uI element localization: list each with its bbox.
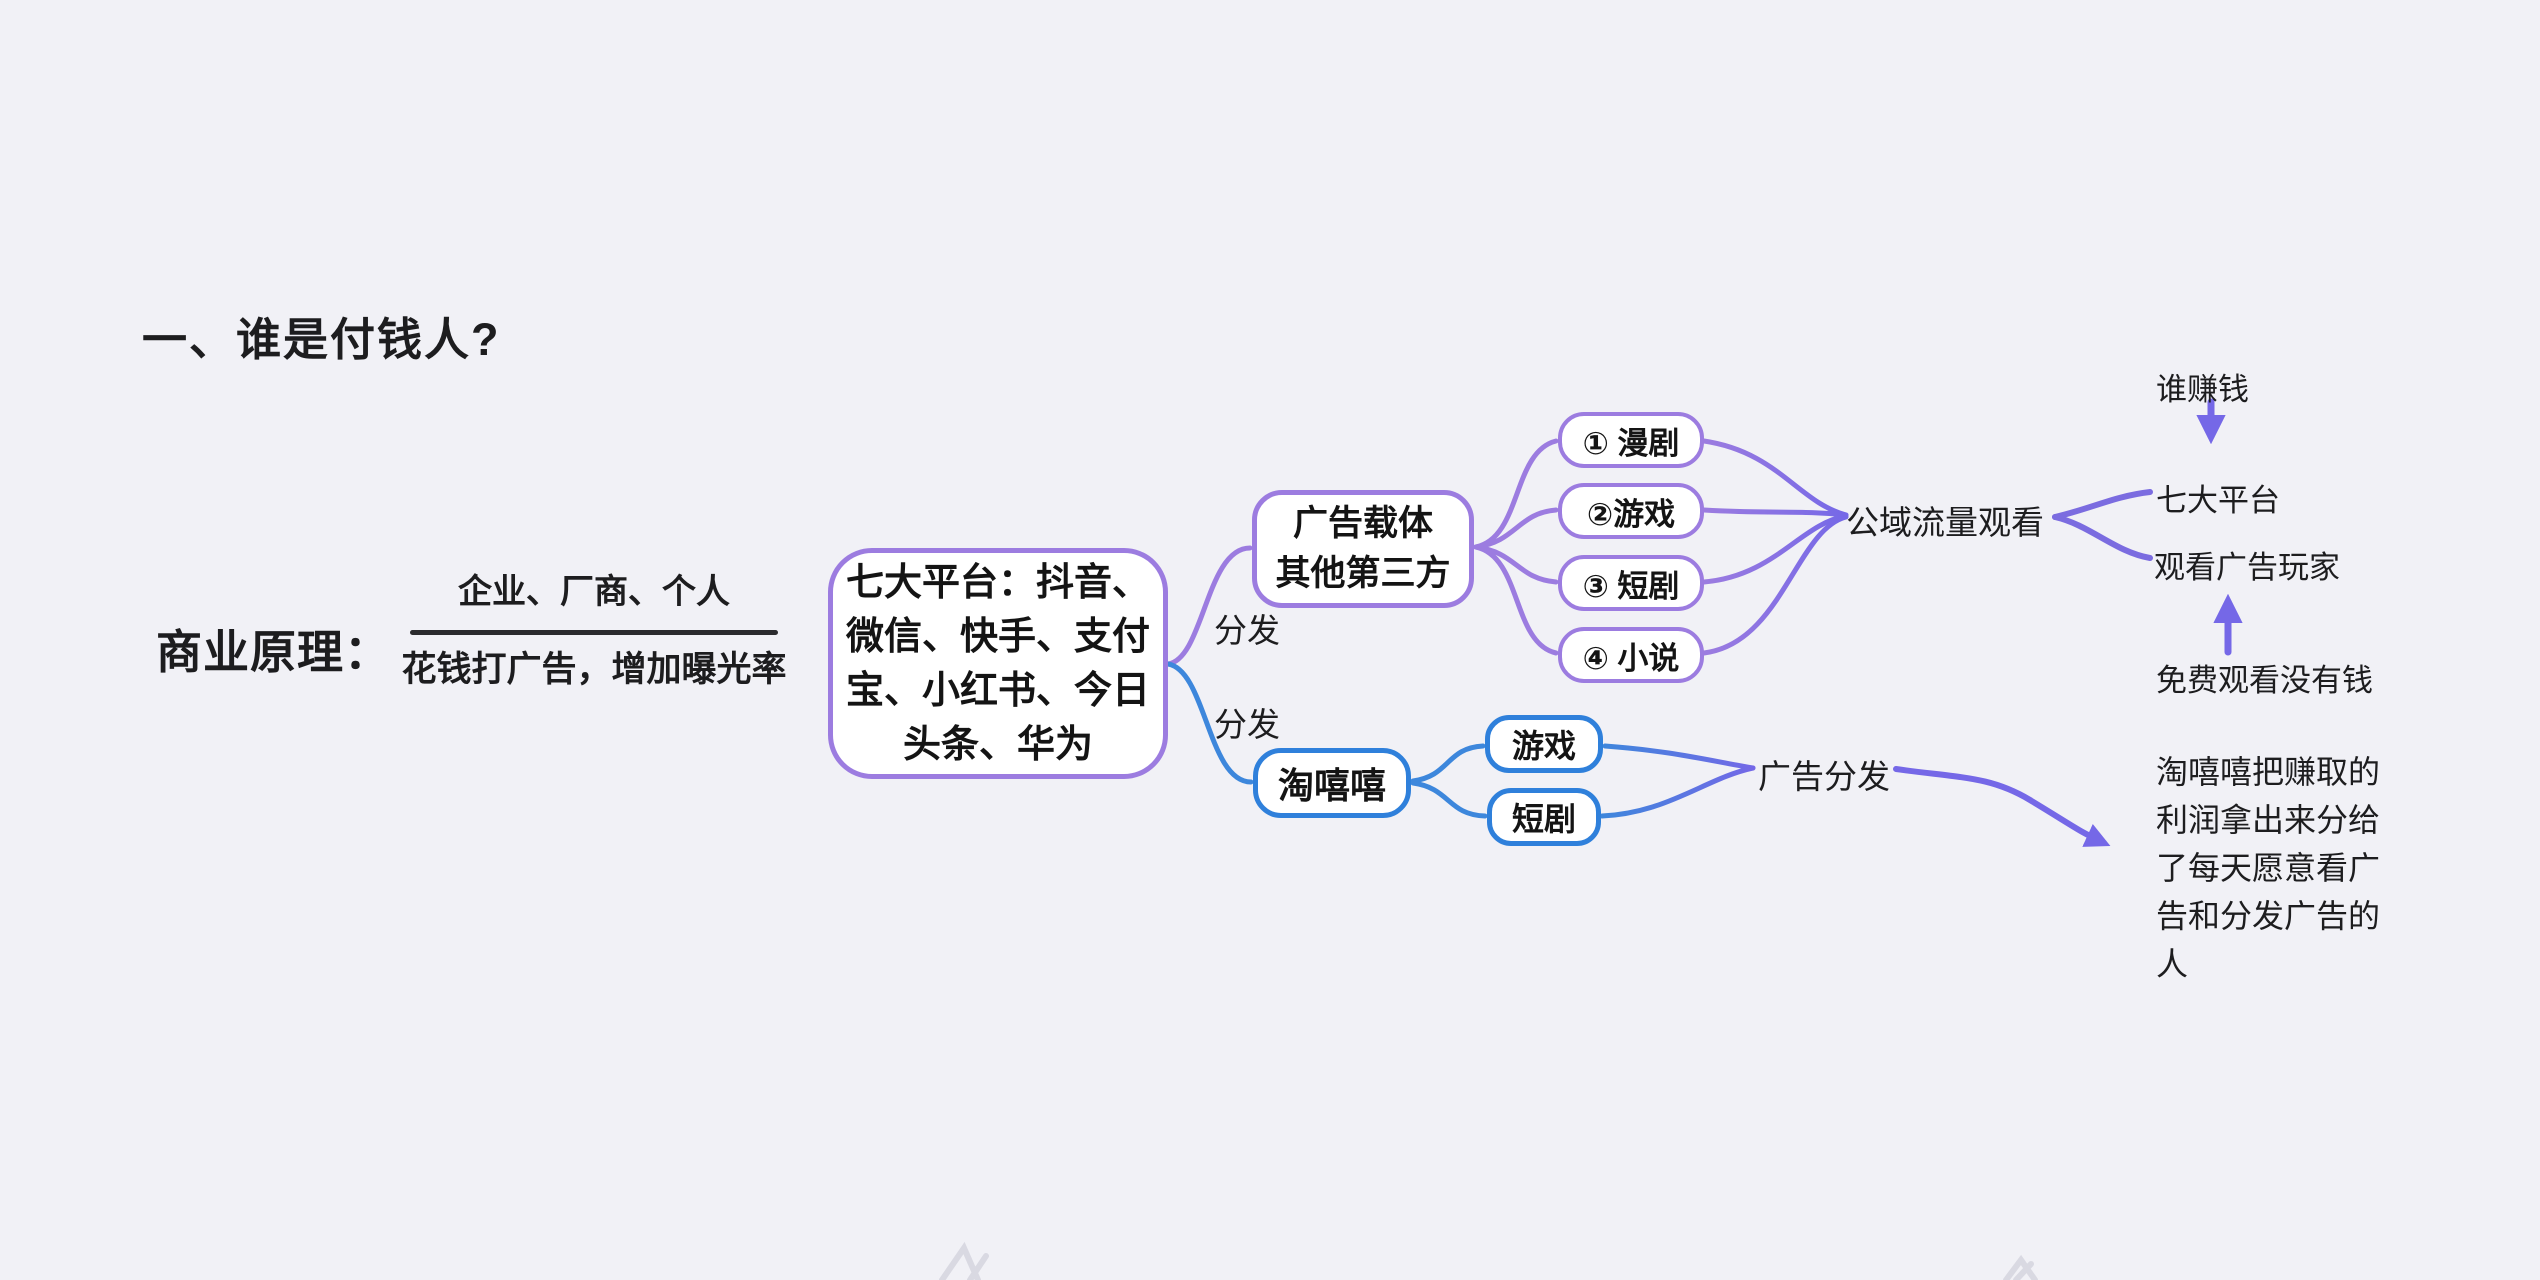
ad-distribution-label: 广告分发 [1758,758,1890,795]
edge-traffic-to-platforms [2052,489,2153,520]
edge-game-to-dist [1602,743,1756,771]
distribute-label-bottom: 分发 [1214,706,1280,743]
category-node-manju: ① 漫剧 [1558,412,1704,468]
fraction-divider [410,630,778,635]
fraction-denominator: 花钱打广告，增加曝光率 [401,650,787,689]
category-node-drama: ③ 短剧 [1558,555,1704,611]
category-node-novel: ④ 小说 [1558,627,1704,683]
fraction-numerator: 企业、厂商、个人 [458,573,730,611]
edge-adcarrier-to-novel [1473,544,1559,656]
edge-manju-to-traffic [1701,438,1849,518]
taoxixi-game-node: 游戏 [1485,715,1603,773]
seven-platforms-label: 七大平台 [2156,483,2280,518]
edge-adcarrier-to-game [1473,507,1559,550]
ad-carrier-node: 广告载体 其他第三方 [1252,490,1474,608]
watermark-left [939,1241,989,1280]
distribute-label-top: 分发 [1214,612,1280,649]
watermark-right [2003,1254,2038,1280]
edge-taoxixi-to-game [1410,743,1486,784]
public-traffic-label: 公域流量观看 [1846,504,2044,541]
business-principle-label: 商业原理： [156,626,391,678]
arrow-dist-to-note [1893,766,2111,847]
taoxixi-node: 淘嘻嘻 [1253,748,1411,818]
seven-platforms-root-node: 七大平台：抖音、 微信、快手、支付 宝、小红书、今日 头条、华为 [828,548,1168,779]
profit-sharing-note: 淘嘻嘻把赚取的 利润拿出来分给 了每天愿意看广 告和分发广告的 人 [2156,754,2381,982]
edge-drama-to-traffic [1701,513,1849,585]
business-principle-fraction: 企业、厂商、个人 花钱打广告，增加曝光率 [402,566,787,695]
edge-adcarrier-to-manju [1473,438,1559,550]
edge-taoxixi-to-drama [1410,780,1488,819]
edge-game-to-traffic [1701,507,1849,518]
who-earns-label: 谁赚钱 [2156,372,2249,407]
ad-viewers-label: 观看广告玩家 [2154,550,2340,585]
edge-traffic-to-viewers [2052,514,2153,561]
category-node-game: ②游戏 [1558,483,1704,539]
free-viewing-label: 免费观看没有钱 [2156,663,2373,698]
page-title: 一、谁是付钱人? [142,314,501,365]
taoxixi-drama-node: 短剧 [1487,788,1601,846]
edge-novel-to-traffic [1701,514,1849,656]
edge-drama-to-dist [1599,765,1756,819]
edge-adcarrier-to-drama [1473,544,1559,585]
